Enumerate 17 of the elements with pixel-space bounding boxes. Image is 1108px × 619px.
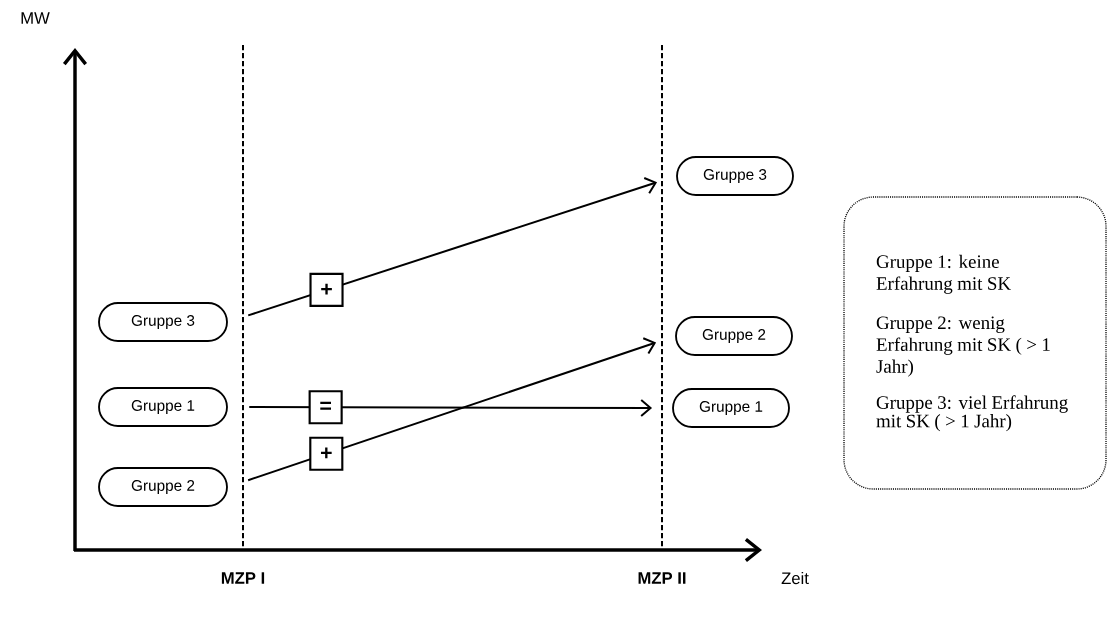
- arrow: [248, 398, 653, 417]
- arrow: [247, 176, 658, 317]
- group-pill: Gruppe 1: [672, 388, 790, 428]
- sign-label: +: [321, 283, 332, 295]
- axis-label: Zeit: [781, 571, 809, 585]
- axis-label: MZP I: [221, 572, 265, 584]
- group-pill: Gruppe 3: [98, 302, 228, 342]
- axis-label: MZP II: [638, 572, 686, 584]
- group-pill: Gruppe 2: [98, 467, 228, 507]
- legend-note: Gruppe 1: keine Erfahrung mit SK Gruppe 2: wenig Erfahrung mit SK ( > 1 Jahr) Gruppe 3: viel Erfahrung mit SK ( > 1 Jahr): [843, 196, 1107, 490]
- sign-label: +: [321, 447, 332, 459]
- sign-label: =: [320, 401, 331, 410]
- group-pill: Gruppe 2: [675, 316, 793, 356]
- group-pill: Gruppe 1: [98, 387, 228, 427]
- axis-label: MW: [21, 12, 50, 24]
- arrow: [247, 337, 657, 482]
- group-pill: Gruppe 3: [676, 156, 794, 196]
